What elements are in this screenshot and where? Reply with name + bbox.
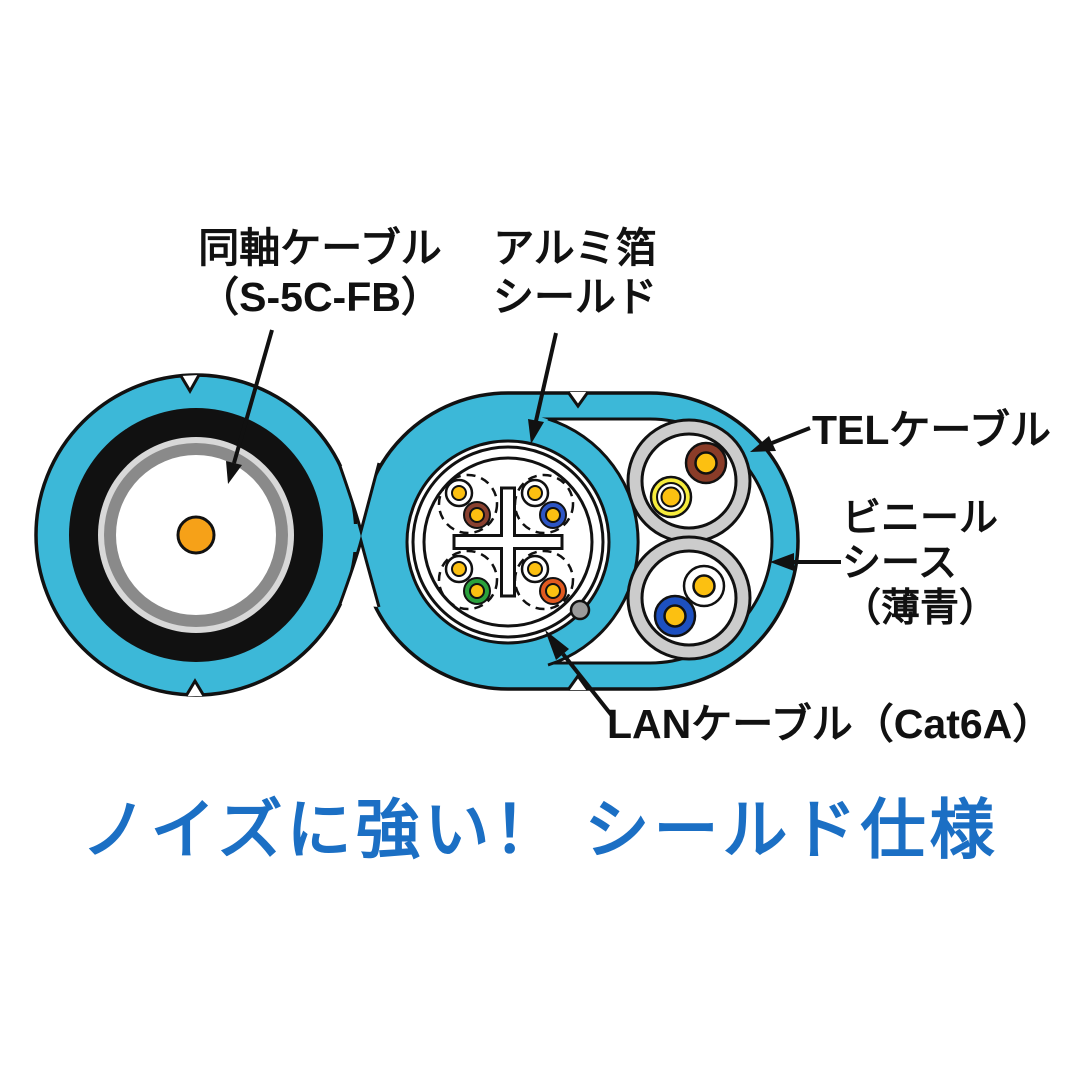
vinyl-sheath-label-line2: シース bbox=[842, 542, 958, 585]
foil-shield-label-line1: アルミ箔 bbox=[493, 225, 657, 271]
capsule-notch-top bbox=[566, 391, 590, 409]
foil-shield-label-line2: シールド bbox=[493, 274, 657, 320]
lan-cable bbox=[379, 413, 640, 671]
neck-bridge bbox=[350, 524, 374, 552]
pair-top-right bbox=[520, 478, 567, 529]
callout-arrows bbox=[226, 329, 841, 719]
tel-arrow bbox=[750, 426, 811, 452]
lan-arrow bbox=[545, 630, 615, 719]
pair-outline-bottom-left bbox=[437, 549, 499, 611]
vinyl-sheath-arrow bbox=[770, 553, 841, 571]
tel-cable-top bbox=[626, 418, 752, 544]
lan-sheath-ring-edge bbox=[547, 417, 640, 667]
pair-outline-top-left bbox=[437, 473, 499, 535]
sheath-neck bbox=[338, 462, 381, 608]
lan-label: LANケーブル（Cat6A） bbox=[607, 701, 1054, 747]
coax-cable bbox=[34, 373, 358, 697]
coax-notch-top bbox=[179, 374, 201, 394]
tel-label: TELケーブル bbox=[812, 407, 1051, 453]
vinyl-sheath-label-line3: （薄青） bbox=[842, 587, 999, 630]
foil-shield-label: アルミ箔 シールド bbox=[445, 224, 705, 322]
drain-wire bbox=[569, 599, 591, 621]
coax-label: 同軸ケーブル （S-5C-FB） bbox=[140, 224, 500, 322]
tel-wire-yellow bbox=[649, 475, 693, 519]
tel-cable-bottom bbox=[626, 535, 752, 661]
cross-separator bbox=[452, 486, 564, 598]
pair-bottom-left bbox=[444, 554, 491, 605]
vinyl-sheath-label-line1: ビニール bbox=[842, 497, 999, 540]
pair-bottom-right bbox=[520, 554, 567, 605]
coax-center-conductor bbox=[176, 515, 216, 555]
coax-notch-bottom bbox=[184, 678, 206, 697]
headline: ノイズに強い！ シールド仕様 bbox=[81, 793, 999, 866]
neck-wedge-top bbox=[338, 462, 381, 537]
vinyl-sheath-label: ビニール シース （薄青） bbox=[842, 496, 998, 631]
coax-label-line1: 同軸ケーブル bbox=[198, 225, 442, 271]
pair-top-left bbox=[444, 478, 491, 529]
coax-label-line2: （S-5C-FB） bbox=[198, 274, 442, 320]
foil-shield-arrow bbox=[528, 332, 558, 444]
coax-arrow bbox=[226, 329, 274, 484]
neck-wedge-bottom bbox=[338, 535, 381, 608]
